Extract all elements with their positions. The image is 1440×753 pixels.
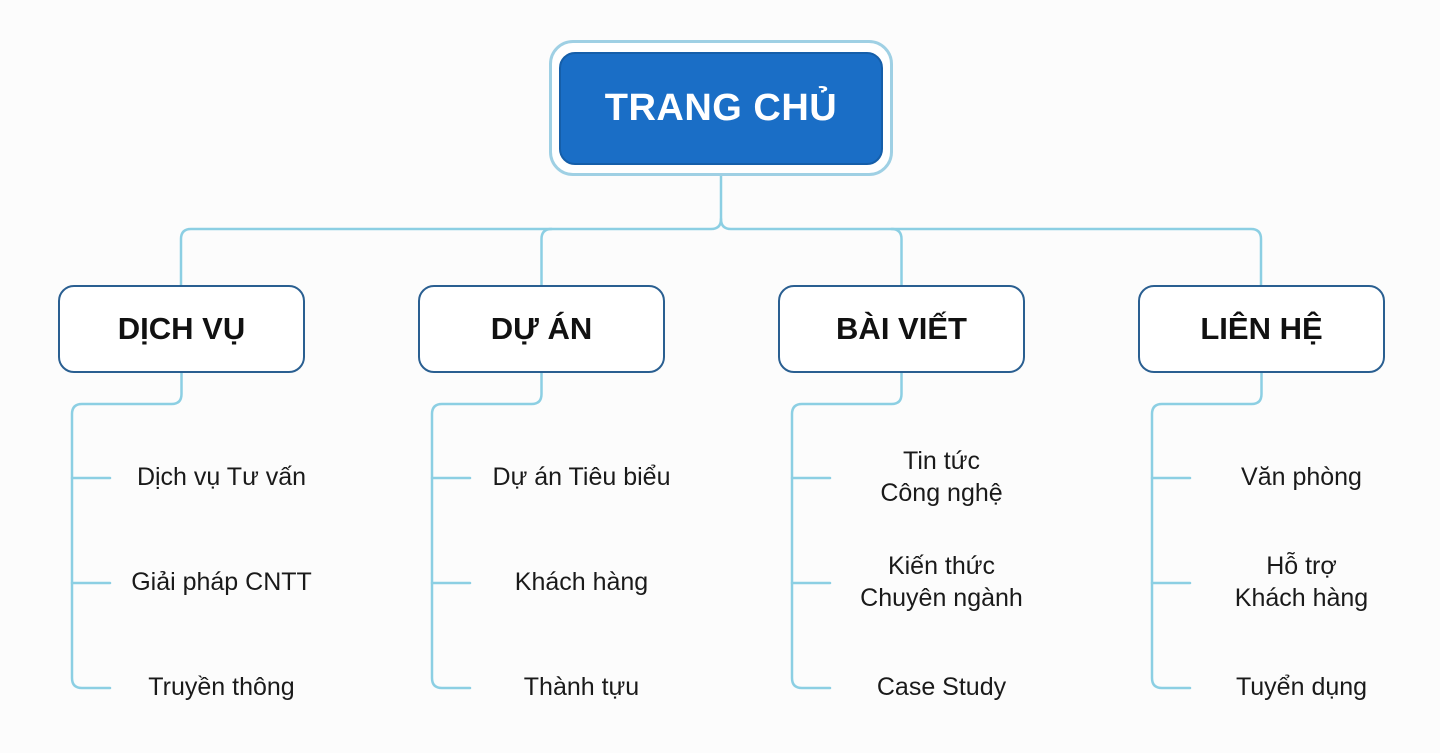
category-node-bai-viet: BÀI VIẾT: [778, 285, 1025, 373]
connector-root-left: [179, 174, 723, 287]
connector-tree-3: [1150, 371, 1263, 690]
sub-item-line: Case Study: [876, 673, 1007, 701]
sub-item: Truyền thông: [102, 671, 342, 703]
sub-item-line: Chuyên ngành: [860, 584, 1023, 612]
sub-item-line: Hỗ trợ: [1266, 552, 1337, 580]
sub-item-line: Khách hàng: [1234, 584, 1369, 612]
sub-item-line: Kiến thức: [887, 552, 996, 580]
sub-item-line: Dịch vụ Tư vấn: [136, 463, 307, 491]
connector-tree-1: [430, 371, 543, 690]
sub-item: Giải pháp CNTT: [102, 566, 342, 598]
sub-item-line: Truyền thông: [148, 673, 295, 701]
sub-item: Thành tựu: [462, 671, 702, 703]
root-node: TRANG CHỦ: [559, 52, 883, 165]
sub-item-line: Dự án Tiêu biểu: [492, 463, 671, 491]
connector-branch-2: [890, 227, 903, 287]
sub-item-line: Khách hàng: [514, 568, 649, 596]
sub-item-line: Giải pháp CNTT: [131, 568, 312, 596]
sub-item: Dịch vụ Tư vấn: [102, 461, 342, 493]
sub-item: Khách hàng: [462, 566, 702, 598]
category-label: BÀI VIẾT: [836, 311, 967, 346]
category-node-dich-vu: DỊCH VỤ: [58, 285, 305, 373]
category-node-lien-he: LIÊN HỆ: [1138, 285, 1385, 373]
sub-item: Tuyển dụng: [1182, 671, 1422, 703]
sub-item: Case Study: [822, 671, 1062, 703]
sub-item-line: Thành tựu: [523, 673, 640, 701]
connector-tree-0: [70, 371, 183, 690]
connector-tree-2: [790, 371, 903, 690]
sub-item: Văn phòng: [1182, 461, 1422, 493]
sub-item-line: Công nghệ: [880, 479, 1003, 507]
category-node-du-an: DỰ ÁN: [418, 285, 665, 373]
root-node-label: TRANG CHỦ: [604, 87, 838, 129]
category-label: LIÊN HỆ: [1200, 311, 1323, 346]
sub-item-line: Tin tức: [903, 447, 980, 475]
category-label: DỰ ÁN: [490, 311, 593, 346]
connector-branch-1: [540, 227, 553, 287]
sub-item-line: Tuyển dụng: [1235, 673, 1368, 701]
sub-item: Dự án Tiêu biểu: [462, 461, 702, 493]
connector-root-right: [719, 217, 1263, 287]
category-label: DỊCH VỤ: [117, 311, 246, 346]
sub-item-line: Văn phòng: [1241, 463, 1362, 491]
